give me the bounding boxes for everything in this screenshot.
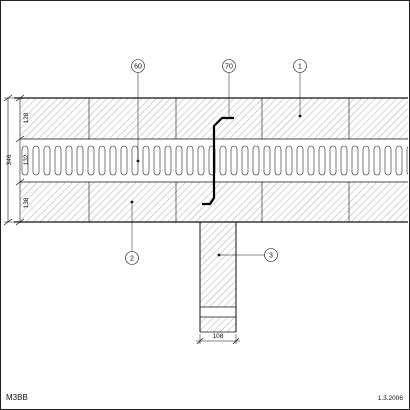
callout-70: 70	[222, 59, 236, 73]
slot	[263, 145, 271, 176]
height-dimension: 128 132 138 346	[3, 94, 30, 226]
slot	[384, 145, 392, 176]
slot	[153, 145, 161, 176]
callout-3-label: 3	[269, 253, 273, 260]
callout-2: 2	[125, 251, 139, 265]
leader-dot-1	[298, 114, 302, 118]
z-tie	[202, 116, 234, 206]
slot	[87, 145, 95, 176]
slot	[175, 145, 183, 176]
slot	[109, 145, 117, 176]
top-block-row	[14, 97, 408, 140]
slot	[65, 145, 73, 176]
slot	[373, 145, 381, 176]
slot	[362, 145, 370, 176]
slot	[318, 145, 326, 176]
leader-dot-2	[130, 200, 134, 204]
slot	[197, 145, 205, 176]
slot	[340, 145, 348, 176]
post-width-dimension: 108	[196, 333, 240, 345]
slot	[54, 145, 62, 176]
callout-70-label: 70	[225, 64, 233, 71]
post	[199, 222, 237, 333]
slot	[241, 145, 249, 176]
callout-3: 3	[264, 248, 278, 262]
top-layer-dim: 128	[23, 112, 30, 123]
slot	[395, 145, 403, 176]
slot	[329, 145, 337, 176]
callout-60: 60	[131, 59, 145, 73]
slot	[252, 145, 260, 176]
callout-2-label: 2	[130, 256, 134, 263]
slot	[142, 145, 150, 176]
slot	[32, 145, 40, 176]
slot	[43, 145, 51, 176]
slots	[21, 145, 408, 176]
leader-dot-3	[217, 253, 221, 257]
slot	[307, 145, 315, 176]
slot	[285, 145, 293, 176]
drawing-date: 1.3.2006	[378, 395, 404, 402]
slot	[21, 145, 29, 176]
slot	[296, 145, 304, 176]
slot	[351, 145, 359, 176]
slot	[120, 145, 128, 176]
slot	[230, 145, 238, 176]
callout-1-label: 1	[298, 64, 302, 71]
slot	[219, 145, 227, 176]
slot	[98, 145, 106, 176]
total-height-dim: 346	[6, 154, 13, 165]
post-width-dim: 108	[213, 333, 224, 340]
slot	[164, 145, 172, 176]
slot	[76, 145, 84, 176]
drawing-code: M3BB	[6, 393, 28, 402]
leader-dot-60	[136, 159, 140, 163]
callout-1: 1	[293, 59, 307, 73]
slot	[274, 145, 282, 176]
slot	[406, 146, 408, 175]
slot	[186, 145, 194, 176]
bottom-layer-dim: 138	[23, 197, 30, 208]
middle-layer-dim: 132	[23, 154, 30, 165]
callout-60-label: 60	[134, 64, 142, 71]
